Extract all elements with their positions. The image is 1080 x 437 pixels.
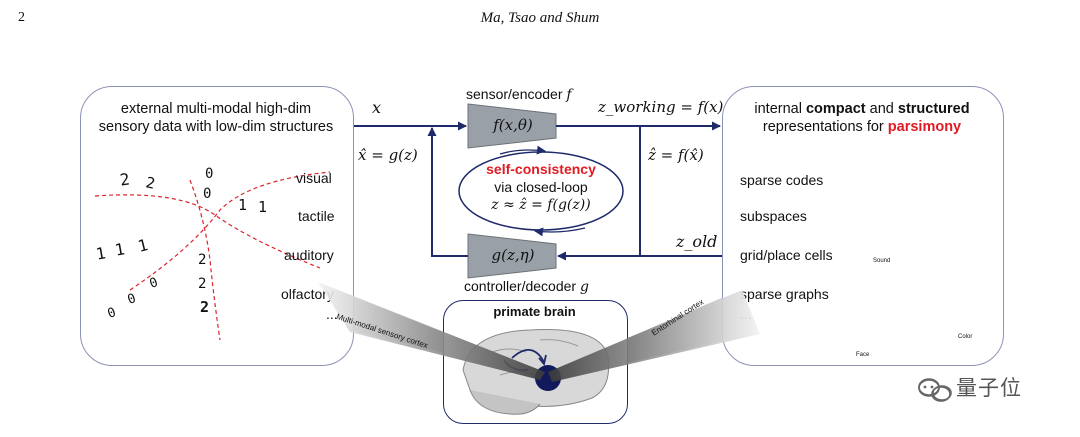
axis-face: Face	[856, 352, 870, 358]
right-title-compact: compact	[805, 101, 866, 117]
modality-auditory: auditory	[284, 247, 334, 263]
self-consistency-text: self-consistency via closed-loop z ≈ ẑ =…	[459, 160, 623, 214]
signal-z-old: z_old	[676, 232, 718, 251]
encoder-block	[467, 103, 557, 149]
item-grid-place-cells: grid/place cells	[740, 247, 833, 263]
encoder-block-label: f(x,θ)	[493, 116, 533, 134]
digit-2c: 2	[198, 252, 207, 268]
axis-color: Color	[958, 334, 973, 340]
decoder-block-label: g(z,η)	[491, 246, 535, 264]
self-consistency-title: self-consistency	[486, 161, 596, 177]
right-title-parsimony: parsimony	[887, 119, 962, 135]
signal-xhat: x̂ = g(z)	[358, 146, 418, 164]
right-panel-title: internal compact and structured represen…	[722, 100, 1002, 136]
modality-ellipsis: ...	[326, 306, 338, 322]
item-sparse-graphs: sparse graphs	[740, 286, 829, 302]
xhat-loop	[427, 127, 468, 257]
signal-z-working: z_working = f(x)	[598, 98, 724, 116]
representation-panel	[722, 86, 1004, 366]
item-sparse-codes: sparse codes	[740, 172, 824, 188]
digit-1a: 1	[238, 196, 248, 214]
right-title-pre: internal	[754, 101, 806, 117]
watermark-text: 量子位	[956, 377, 1022, 400]
left-title-line1: external multi-modal high-dim	[120, 101, 312, 117]
ellipse-arrow-bottom	[534, 227, 586, 237]
left-panel-title: external multi-modal high-dim sensory da…	[80, 100, 352, 136]
encoder-label-math: f	[566, 87, 572, 103]
ellipse-arrow-top	[499, 145, 546, 155]
signal-zhat: ẑ = f(x̂)	[648, 146, 704, 164]
digit-1b: 1	[258, 198, 268, 216]
left-panel-art	[94, 171, 331, 341]
self-consistency-line2: via closed-loop	[494, 179, 588, 195]
encoder-label-text: sensor/encoder	[466, 86, 563, 102]
signal-x: x	[372, 98, 382, 117]
digit-0b: 0	[203, 186, 212, 202]
primate-brain-title: primate brain	[493, 304, 576, 319]
right-title-structured: structured	[897, 101, 970, 117]
encoder-label: sensor/encoder f	[466, 86, 572, 103]
wechat-logo-icon	[918, 379, 951, 402]
modality-visual: visual	[296, 170, 332, 186]
item-subspaces: subspaces	[740, 208, 807, 224]
running-head: Ma, Tsao and Shum	[480, 10, 600, 26]
self-consistency-line3: z ≈ ẑ = f(g(z))	[491, 197, 591, 213]
digit-0a: 0	[205, 166, 214, 182]
decoder-block	[467, 233, 557, 279]
modality-tactile: tactile	[298, 208, 335, 224]
digit-2e: 2	[200, 298, 210, 316]
decoder-label-math: g	[579, 279, 589, 295]
axis-sound: Sound	[873, 258, 891, 264]
page-number: 2	[18, 10, 25, 25]
decoder-label: controller/decoder g	[464, 278, 589, 295]
decoder-label-text: controller/decoder	[464, 278, 577, 294]
digit-2d: 2	[198, 276, 207, 292]
right-title-mid: and	[865, 101, 898, 117]
modality-olfactory: olfactory	[281, 286, 334, 302]
right-title-line2: representations for	[762, 119, 888, 135]
left-title-line2: sensory data with low-dim structures	[98, 119, 334, 135]
